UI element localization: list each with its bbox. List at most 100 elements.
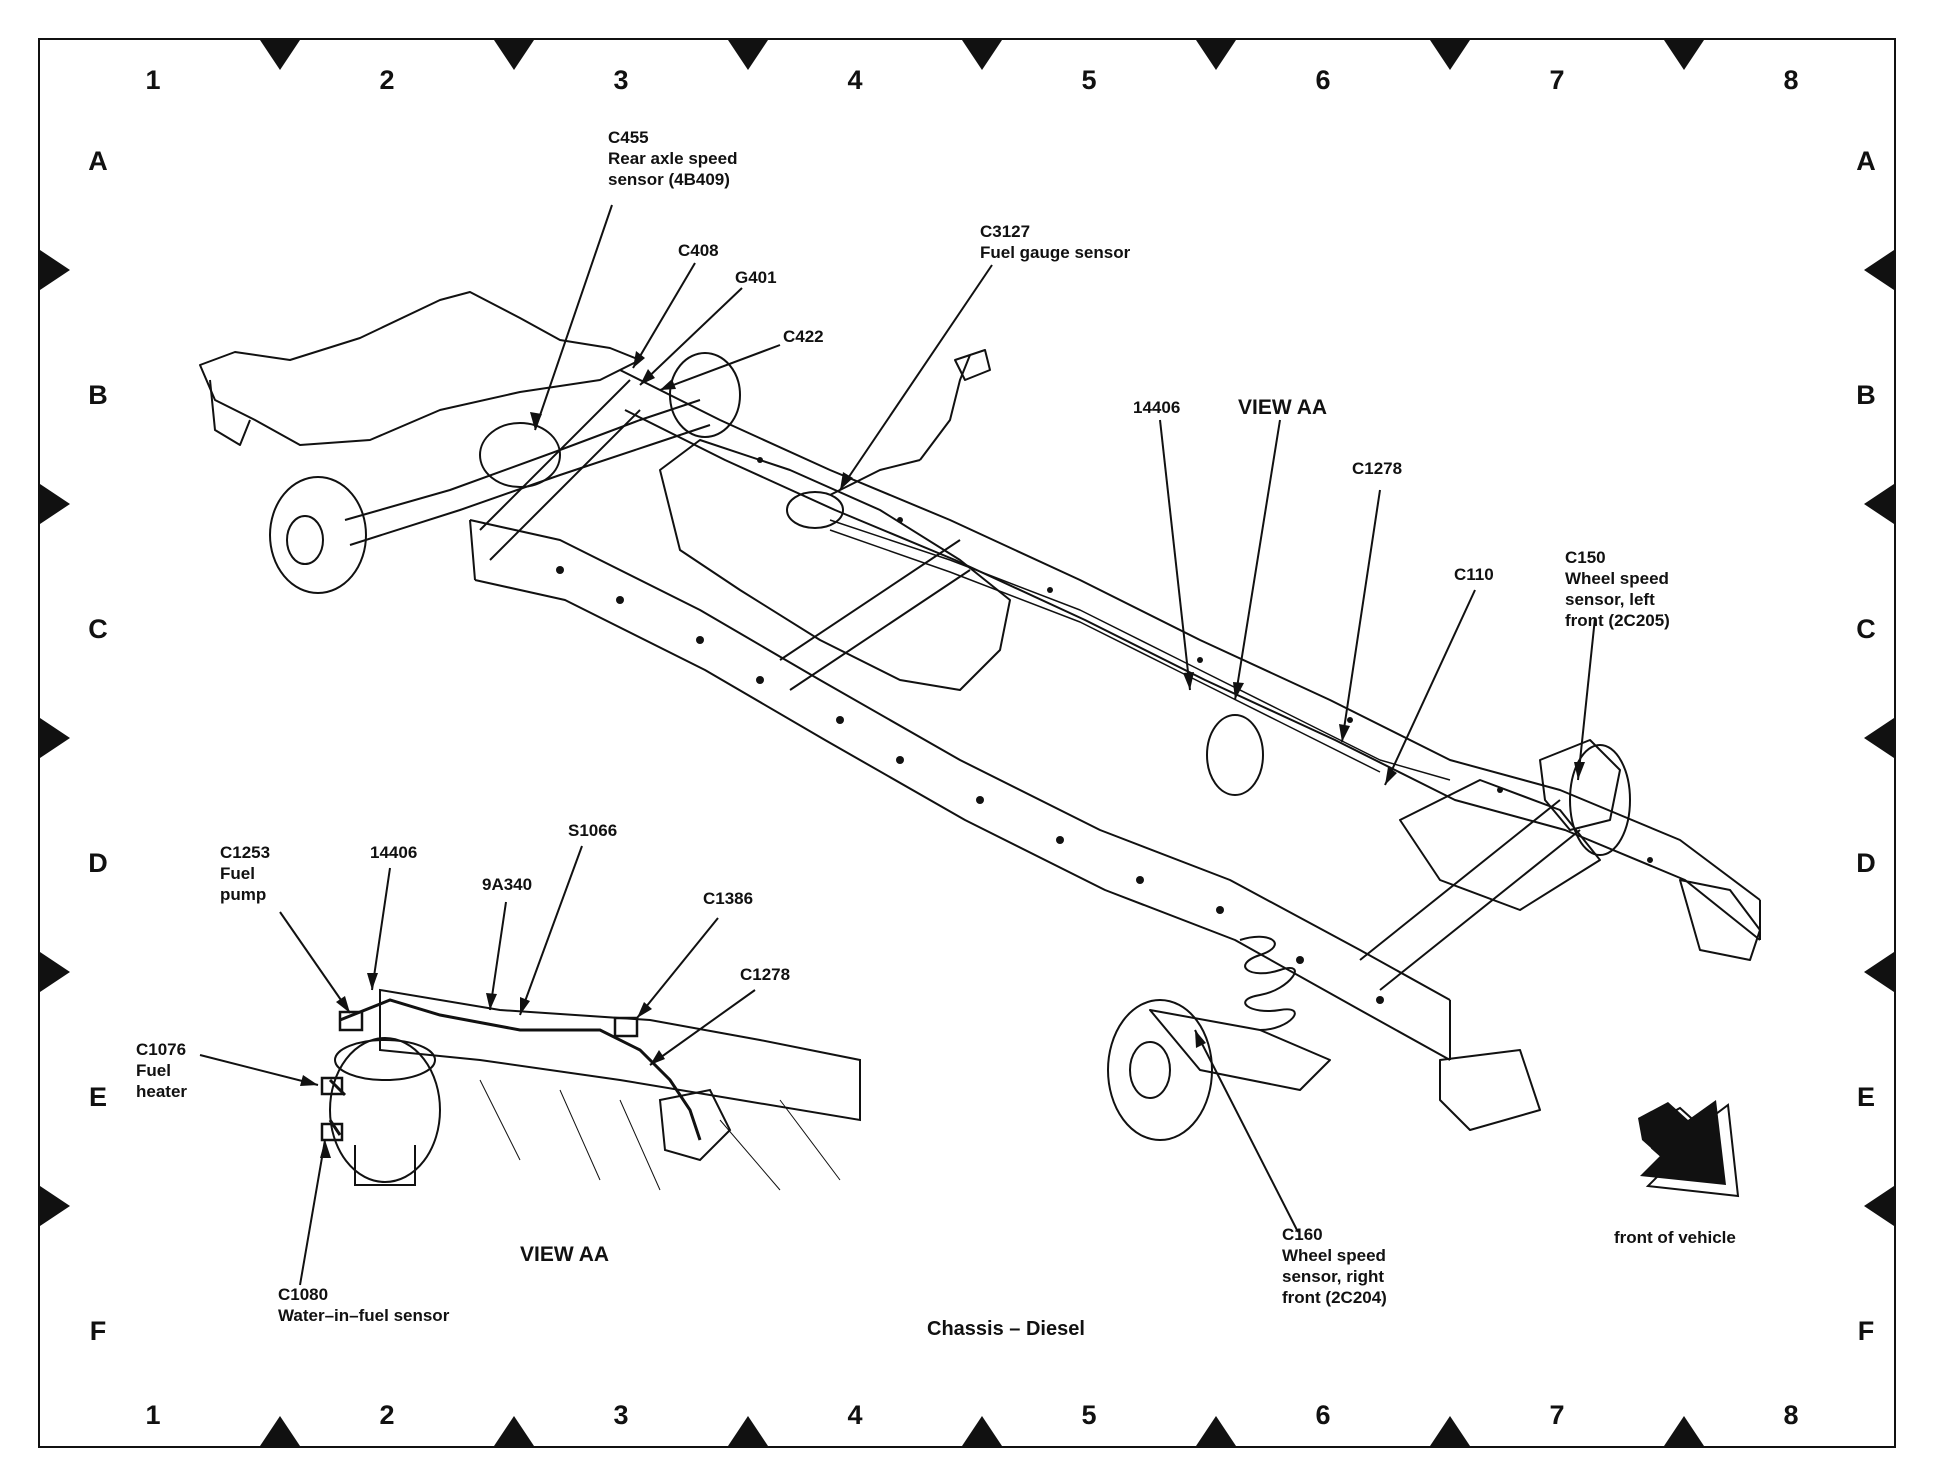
view-aa-relay-block (658, 1088, 732, 1162)
leader-c1278-view (649, 989, 756, 1066)
arrowhead (367, 973, 378, 990)
front-bracket-lower (1439, 1049, 1541, 1131)
label-c1076-line: Fuel (136, 1061, 171, 1080)
row-label-right: F (1858, 1316, 1875, 1346)
fuel-line-2 (829, 529, 1381, 773)
bottom-marker (494, 1416, 534, 1446)
arrowhead (1339, 724, 1350, 742)
connector-c1076 (320, 1076, 344, 1096)
row-label-left: D (88, 848, 108, 878)
leader-c1076 (199, 1054, 319, 1086)
bottom-marker (1196, 1416, 1236, 1446)
row-label-left: C (88, 614, 108, 644)
leader-c408 (632, 262, 696, 369)
arrowhead (1574, 762, 1585, 780)
column-label-top: 5 (1081, 65, 1096, 95)
label-c422: C422 (783, 327, 824, 346)
row-label-right: D (1856, 848, 1876, 878)
label-view-aa-inset: VIEW AA (520, 1243, 609, 1266)
label-c160-line: sensor, right (1282, 1267, 1384, 1286)
column-label-bottom: 3 (613, 1400, 628, 1430)
column-label-top: 1 (145, 65, 160, 95)
column-label-top: 7 (1549, 65, 1564, 95)
label-c455-line: C455 (608, 128, 649, 147)
left-frame-rail-bottom (474, 579, 1451, 1061)
label-c1076: C1076 Fuel heater (136, 1040, 191, 1101)
bottom-marker (1664, 1416, 1704, 1446)
leader-c110 (1384, 589, 1476, 786)
top-marker (260, 40, 300, 70)
row-label-right: C (1856, 614, 1876, 644)
left-frame-rail-top (469, 519, 1451, 1001)
front-coil-spring (1239, 935, 1296, 1031)
leader-c3127 (839, 264, 993, 491)
bottom-marker (962, 1416, 1002, 1446)
label-c1253-line: pump (220, 885, 266, 904)
column-label-bottom: 4 (847, 1400, 862, 1430)
top-marker (728, 40, 768, 70)
column-label-top: 6 (1315, 65, 1330, 95)
row-label-right: B (1856, 380, 1876, 410)
arrowhead (336, 996, 350, 1013)
column-label-bottom: 5 (1081, 1400, 1096, 1430)
label-c455: C455 Rear axle speed sensor (4B409) (608, 128, 742, 189)
leader-c1278-main (1341, 489, 1381, 743)
column-label-bottom: 7 (1549, 1400, 1564, 1430)
fuel-conditioning-module (329, 1037, 441, 1183)
bottom-marker (728, 1416, 768, 1446)
left-marker (40, 1186, 70, 1226)
front-bumper-bracket (1679, 879, 1761, 961)
arrowhead (637, 1002, 652, 1018)
label-c455-line: Rear axle speed (608, 149, 737, 168)
leader-14406-view (371, 867, 391, 991)
label-9a340: 9A340 (482, 875, 532, 894)
left-marker (40, 484, 70, 524)
label-c1253-line: C1253 (220, 843, 270, 862)
crossmember-mid (779, 539, 971, 691)
arrowhead (1385, 767, 1397, 785)
front-of-vehicle-label: front of vehicle (1614, 1228, 1736, 1247)
label-14406-view: 14406 (370, 843, 417, 862)
front-direction-arrow-body (1638, 1100, 1726, 1185)
rear-left-brake-drum (269, 476, 367, 594)
diagram-border (38, 38, 1896, 1448)
arrowhead (640, 369, 655, 385)
right-marker (1864, 952, 1894, 992)
leader-c1080 (299, 1139, 326, 1286)
front-left-rotor (1569, 744, 1631, 856)
arrowhead (530, 412, 542, 430)
leader-14406-main (1159, 419, 1191, 691)
rear-left-hub (286, 515, 324, 565)
rear-frame-bracket (209, 379, 251, 446)
frame-holes (556, 457, 1653, 1004)
bottom-marker (1430, 1416, 1470, 1446)
arrowhead (320, 1140, 331, 1158)
view-aa-harness (339, 998, 702, 1141)
leader-c455 (534, 204, 613, 431)
row-label-right: E (1857, 1082, 1875, 1112)
label-c1076-line: C1076 (136, 1040, 186, 1059)
label-c1278-main: C1278 (1352, 459, 1402, 478)
leader-arrowheads (300, 351, 1585, 1158)
fuel-line (829, 519, 1451, 781)
fuel-filter-module (1206, 714, 1264, 796)
leader-c1253 (279, 911, 351, 1014)
bottom-marker (260, 1416, 300, 1446)
arrowhead (1233, 682, 1244, 700)
right-marker (1864, 484, 1894, 524)
label-c455-line: sensor (4B409) (608, 170, 730, 189)
left-marker (40, 718, 70, 758)
arrowhead (840, 472, 853, 490)
label-c110: C110 (1454, 565, 1494, 584)
leader-9a340 (489, 901, 507, 1011)
label-view-aa-top: VIEW AA (1238, 396, 1327, 419)
callout-labels: C455 Rear axle speed sensor (4B409) C408… (136, 128, 1670, 1325)
arrowhead (520, 997, 530, 1015)
view-aa-background-lines (479, 1079, 841, 1191)
leader-c422 (659, 344, 781, 391)
top-marker (494, 40, 534, 70)
front-crossmember-box (1399, 779, 1601, 911)
right-marker (1864, 718, 1894, 758)
label-s1066: S1066 (568, 821, 617, 840)
